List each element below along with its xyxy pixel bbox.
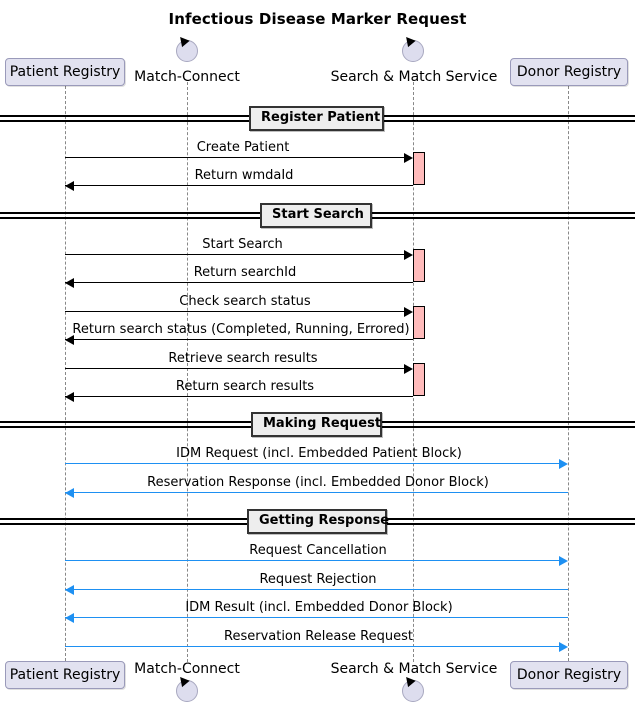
message-text: IDM Request (incl. Embedded Patient Bloc… — [176, 446, 462, 461]
message-line-start-search — [65, 254, 409, 255]
activation-bar-retrieve-results — [413, 363, 425, 396]
message-line-idm-request — [65, 463, 564, 464]
message-label-return-search-results: Return search results — [159, 379, 331, 394]
message-line-request-rejection — [65, 589, 568, 590]
section-label-getting-response: Getting Response — [247, 509, 390, 534]
activation-bar-start-search — [413, 249, 425, 282]
lifeline-donor-registry — [568, 86, 569, 661]
message-arrowhead-return-searchid — [65, 278, 74, 288]
search-match-control-icon-bottom — [402, 680, 424, 702]
message-arrowhead-create-patient — [404, 153, 413, 163]
message-text: Request Rejection — [259, 572, 377, 587]
message-arrowhead-request-cancellation — [559, 556, 568, 566]
message-line-reservation-response — [65, 492, 568, 493]
participant-label: Patient Registry — [9, 64, 121, 80]
message-text: Create Patient — [196, 140, 290, 155]
match-connect-control-icon-top — [176, 40, 198, 62]
message-line-return-search-status — [65, 339, 413, 340]
message-text: Return search status (Completed, Running… — [72, 322, 410, 337]
message-label-check-search-status: Check search status — [166, 294, 324, 309]
participant-donor-registry-top[interactable]: Donor Registry — [510, 58, 628, 86]
participant-label: Patient Registry — [9, 667, 121, 683]
activation-bar-check-status — [413, 306, 425, 339]
message-text: Check search status — [179, 294, 311, 309]
message-text: Return search results — [175, 379, 315, 394]
message-arrowhead-return-search-status — [65, 335, 74, 345]
participant-match-connect-top[interactable]: Match-Connect — [129, 69, 245, 85]
message-label-retrieve-search-results: Retrieve search results — [152, 351, 334, 366]
message-line-check-search-status — [65, 311, 409, 312]
message-line-return-wmdaid — [65, 185, 413, 186]
message-label-start-search: Start Search — [187, 237, 298, 252]
message-text: IDM Result (incl. Embedded Donor Block) — [185, 600, 453, 615]
message-line-retrieve-search-results — [65, 368, 409, 369]
participant-label: Match-Connect — [134, 661, 240, 677]
section-label-text: Register Patient — [261, 110, 381, 125]
participant-label: Donor Registry — [516, 64, 622, 80]
section-label-text: Making Request — [263, 416, 382, 431]
message-label-create-patient: Create Patient — [180, 140, 306, 155]
message-arrowhead-start-search — [404, 250, 413, 260]
match-connect-control-icon-bottom — [176, 680, 198, 702]
message-line-return-searchid — [65, 282, 413, 283]
lifeline-match-connect — [187, 82, 188, 662]
message-label-request-cancellation: Request Cancellation — [238, 543, 398, 558]
message-arrowhead-return-wmdaid — [65, 181, 74, 191]
section-label-text: Start Search — [272, 207, 364, 222]
section-label-making-request: Making Request — [251, 412, 382, 437]
message-text: Retrieve search results — [168, 351, 318, 366]
message-line-idm-result — [65, 617, 568, 618]
participant-patient-registry-bottom[interactable]: Patient Registry — [5, 661, 125, 689]
message-arrowhead-reservation-response — [65, 488, 74, 498]
message-text: Reservation Response (incl. Embedded Don… — [147, 475, 489, 490]
message-text: Request Cancellation — [249, 543, 387, 558]
message-text: Return searchId — [193, 265, 297, 280]
message-line-return-search-results — [65, 396, 413, 397]
message-line-reservation-release-request — [65, 646, 564, 647]
message-arrowhead-retrieve-search-results — [404, 364, 413, 374]
message-text: Reservation Release Request — [224, 629, 413, 644]
message-arrowhead-idm-request — [559, 459, 568, 469]
message-arrowhead-reservation-release-request — [559, 642, 568, 652]
message-arrowhead-return-search-results — [65, 392, 74, 402]
section-label-start-search: Start Search — [260, 203, 372, 228]
participant-patient-registry-top[interactable]: Patient Registry — [5, 58, 125, 86]
participant-search-match-service-bottom[interactable]: Search & Match Service — [330, 661, 498, 677]
message-label-reservation-release-request: Reservation Release Request — [211, 629, 426, 644]
message-label-return-search-status: Return search status (Completed, Running… — [66, 322, 416, 337]
participant-donor-registry-bottom[interactable]: Donor Registry — [510, 661, 628, 689]
message-text: Start Search — [202, 237, 283, 252]
message-label-idm-result: IDM Result (incl. Embedded Donor Block) — [177, 600, 461, 615]
participant-match-connect-bottom[interactable]: Match-Connect — [129, 661, 245, 677]
lifeline-patient-registry — [65, 86, 66, 661]
message-arrowhead-request-rejection — [65, 585, 74, 595]
message-label-return-searchid: Return searchId — [177, 265, 313, 280]
message-label-return-wmdaid: Return wmdaId — [178, 168, 310, 183]
message-line-create-patient — [65, 157, 409, 158]
message-label-request-rejection: Request Rejection — [248, 572, 388, 587]
page-title: Infectious Disease Marker Request — [168, 10, 467, 28]
message-arrowhead-idm-result — [65, 613, 74, 623]
search-match-control-icon-top — [402, 40, 424, 62]
message-arrowhead-check-search-status — [404, 307, 413, 317]
participant-label: Search & Match Service — [330, 661, 498, 677]
section-label-text: Getting Response — [259, 513, 390, 528]
participant-label: Search & Match Service — [330, 69, 498, 85]
section-label-register-patient: Register Patient — [249, 106, 384, 131]
message-line-request-cancellation — [65, 560, 564, 561]
message-label-idm-request: IDM Request (incl. Embedded Patient Bloc… — [167, 446, 471, 461]
participant-label: Donor Registry — [516, 667, 622, 683]
participant-search-match-service-top[interactable]: Search & Match Service — [330, 69, 498, 85]
message-text: Return wmdaId — [194, 168, 294, 183]
participant-label: Match-Connect — [134, 69, 240, 85]
message-label-reservation-response: Reservation Response (incl. Embedded Don… — [143, 475, 493, 490]
activation-bar-register — [413, 152, 425, 185]
